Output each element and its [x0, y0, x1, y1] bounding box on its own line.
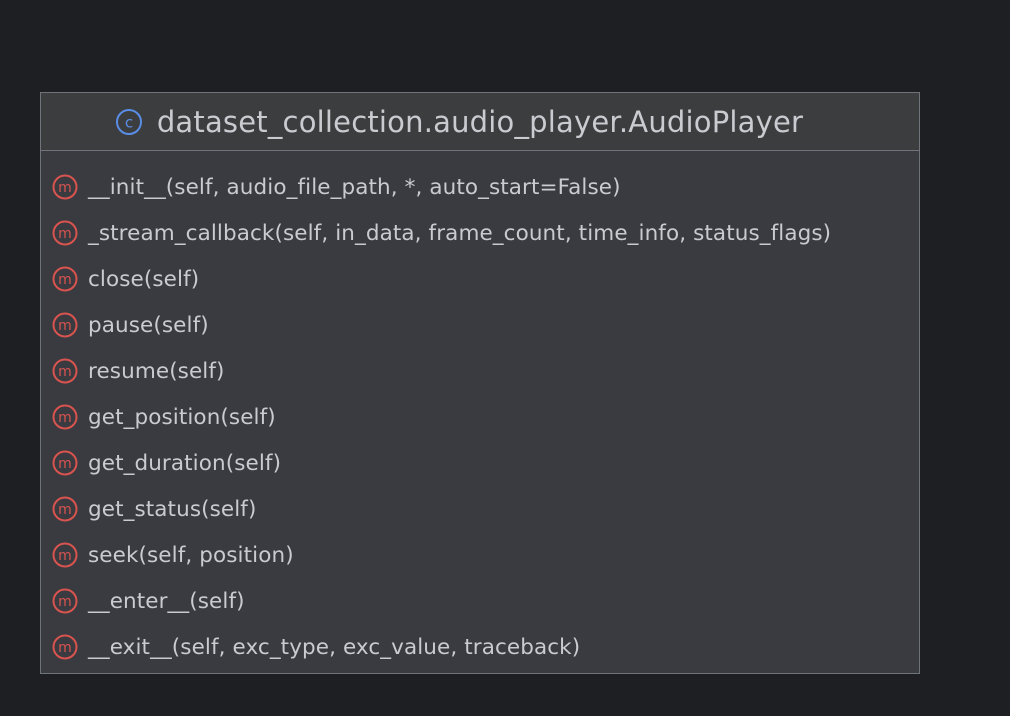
method-icon: m	[52, 312, 78, 338]
method-signature: get_status(self)	[88, 496, 257, 522]
method-row[interactable]: m get_position(self)	[41, 394, 919, 440]
method-row[interactable]: m __enter__(self)	[41, 578, 919, 624]
svg-text:m: m	[58, 456, 72, 472]
method-icon: m	[52, 450, 78, 476]
method-signature: get_duration(self)	[88, 450, 282, 476]
method-row[interactable]: m resume(self)	[41, 348, 919, 394]
method-signature: __enter__(self)	[88, 588, 245, 614]
method-row[interactable]: m __exit__(self, exc_type, exc_value, tra…	[41, 624, 919, 670]
method-signature: resume(self)	[88, 358, 225, 384]
method-icon: m	[52, 266, 78, 292]
method-icon: m	[52, 220, 78, 246]
svg-text:m: m	[58, 364, 72, 380]
svg-text:m: m	[58, 180, 72, 196]
class-header: c dataset_collection.audio_player.AudioP…	[41, 93, 919, 151]
svg-text:m: m	[58, 640, 72, 656]
method-icon: m	[52, 358, 78, 384]
svg-text:m: m	[58, 272, 72, 288]
method-signature: __init__(self, audio_file_path, *, auto_…	[88, 174, 621, 200]
method-row[interactable]: m seek(self, position)	[41, 532, 919, 578]
method-icon: m	[52, 404, 78, 430]
svg-text:m: m	[58, 410, 72, 426]
method-signature: pause(self)	[88, 312, 209, 338]
method-list: m __init__(self, audio_file_path, *, auto…	[41, 151, 919, 670]
method-signature: close(self)	[88, 266, 200, 292]
method-row[interactable]: m close(self)	[41, 256, 919, 302]
method-icon: m	[52, 174, 78, 200]
svg-text:m: m	[58, 594, 72, 610]
class-icon: c	[115, 108, 143, 136]
method-icon: m	[52, 634, 78, 660]
svg-text:c: c	[125, 113, 133, 131]
method-row[interactable]: m get_duration(self)	[41, 440, 919, 486]
method-icon: m	[52, 496, 78, 522]
svg-text:m: m	[58, 502, 72, 518]
method-icon: m	[52, 588, 78, 614]
method-row[interactable]: m __init__(self, audio_file_path, *, auto…	[41, 164, 919, 210]
svg-text:m: m	[58, 226, 72, 242]
svg-text:m: m	[58, 318, 72, 334]
method-signature: seek(self, position)	[88, 542, 294, 568]
method-signature: _stream_callback(self, in_data, frame_co…	[88, 220, 832, 246]
method-row[interactable]: m get_status(self)	[41, 486, 919, 532]
method-signature: __exit__(self, exc_type, exc_value, trac…	[88, 634, 581, 660]
method-icon: m	[52, 542, 78, 568]
method-row[interactable]: m _stream_callback(self, in_data, frame_c…	[41, 210, 919, 256]
class-name: dataset_collection.audio_player.AudioPla…	[156, 104, 804, 139]
svg-text:m: m	[58, 548, 72, 564]
class-node[interactable]: c dataset_collection.audio_player.AudioP…	[40, 92, 920, 674]
method-row[interactable]: m pause(self)	[41, 302, 919, 348]
method-signature: get_position(self)	[88, 404, 276, 430]
